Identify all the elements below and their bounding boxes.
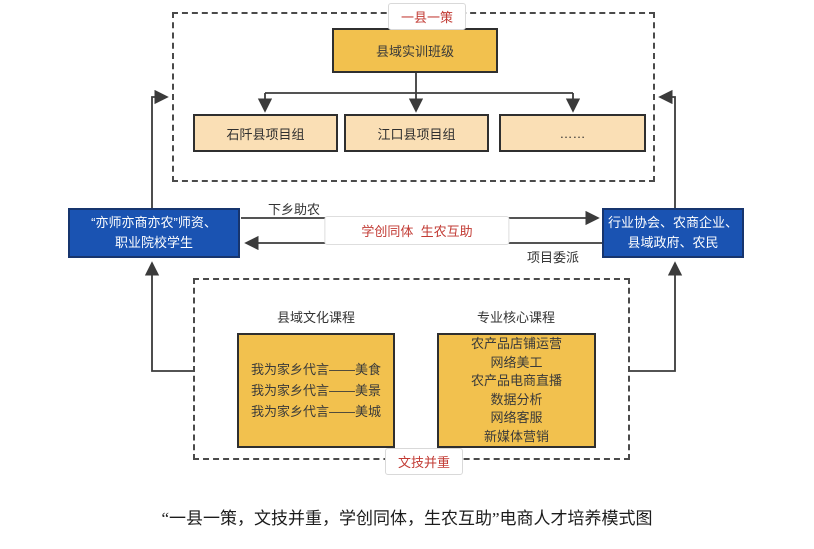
center-motto-label: 学创同体 生农互助 — [324, 216, 510, 245]
core-course-item: 数据分析 — [490, 391, 543, 407]
arrow-label-project-assignment: 项目委派 — [527, 250, 580, 265]
culture-courses-box: 我为家乡代言——美食 我为家乡代言——美景 我为家乡代言——美城 — [237, 333, 395, 448]
culture-course-item: 我为家乡代言——美景 — [250, 383, 381, 398]
teachers-students-line2: 职业院校学生 — [114, 235, 193, 250]
tag-one-county-one-policy: 一县一策 — [387, 3, 467, 30]
county-training-class-label: 县域实训班级 — [375, 44, 454, 59]
core-course-item: 农产品电商直播 — [470, 373, 562, 388]
industry-partners-line2: 县域政府、农民 — [627, 235, 719, 250]
tag-culture-technology-equal: 文技并重 — [384, 448, 464, 475]
core-course-item: 网络美工 — [490, 354, 543, 370]
project-group-more-label: …… — [559, 125, 586, 141]
county-training-class-box: 县域实训班级 — [332, 28, 498, 73]
core-courses-box: 农产品店铺运营 网络美工 农产品电商直播 数据分析 网络客服 新媒体营销 — [437, 333, 596, 448]
core-course-item: 网络客服 — [490, 410, 543, 425]
project-group-jiangkou-box: 江口县项目组 — [344, 114, 489, 152]
culture-courses-header: 县域文化课程 — [276, 310, 356, 325]
industry-partners-line1: 行业协会、农商企业、 — [607, 214, 738, 230]
core-course-item: 农产品店铺运营 — [470, 336, 562, 351]
arrow-label-help-farmers: 下乡助农 — [268, 202, 321, 217]
project-group-more-box: …… — [499, 114, 646, 152]
core-course-item: 新媒体营销 — [483, 428, 549, 444]
figure-caption: “一县一策，文技并重，学创同体，生农互助”电商人才培养模式图 — [161, 509, 653, 528]
core-courses-header: 专业核心课程 — [476, 310, 556, 325]
teachers-students-box: “亦师亦商亦农”师资、 职业院校学生 — [68, 208, 240, 258]
culture-course-item: 我为家乡代言——美城 — [250, 404, 381, 419]
project-group-shiqian-label: 石阡县项目组 — [226, 126, 305, 142]
teachers-students-line1: “亦师亦商亦农”师资、 — [91, 214, 217, 230]
project-group-shiqian-box: 石阡县项目组 — [193, 114, 338, 152]
industry-partners-box: 行业协会、农商企业、 县域政府、农民 — [602, 208, 744, 258]
culture-course-item: 我为家乡代言——美食 — [250, 362, 381, 377]
project-group-jiangkou-label: 江口县项目组 — [377, 126, 456, 142]
